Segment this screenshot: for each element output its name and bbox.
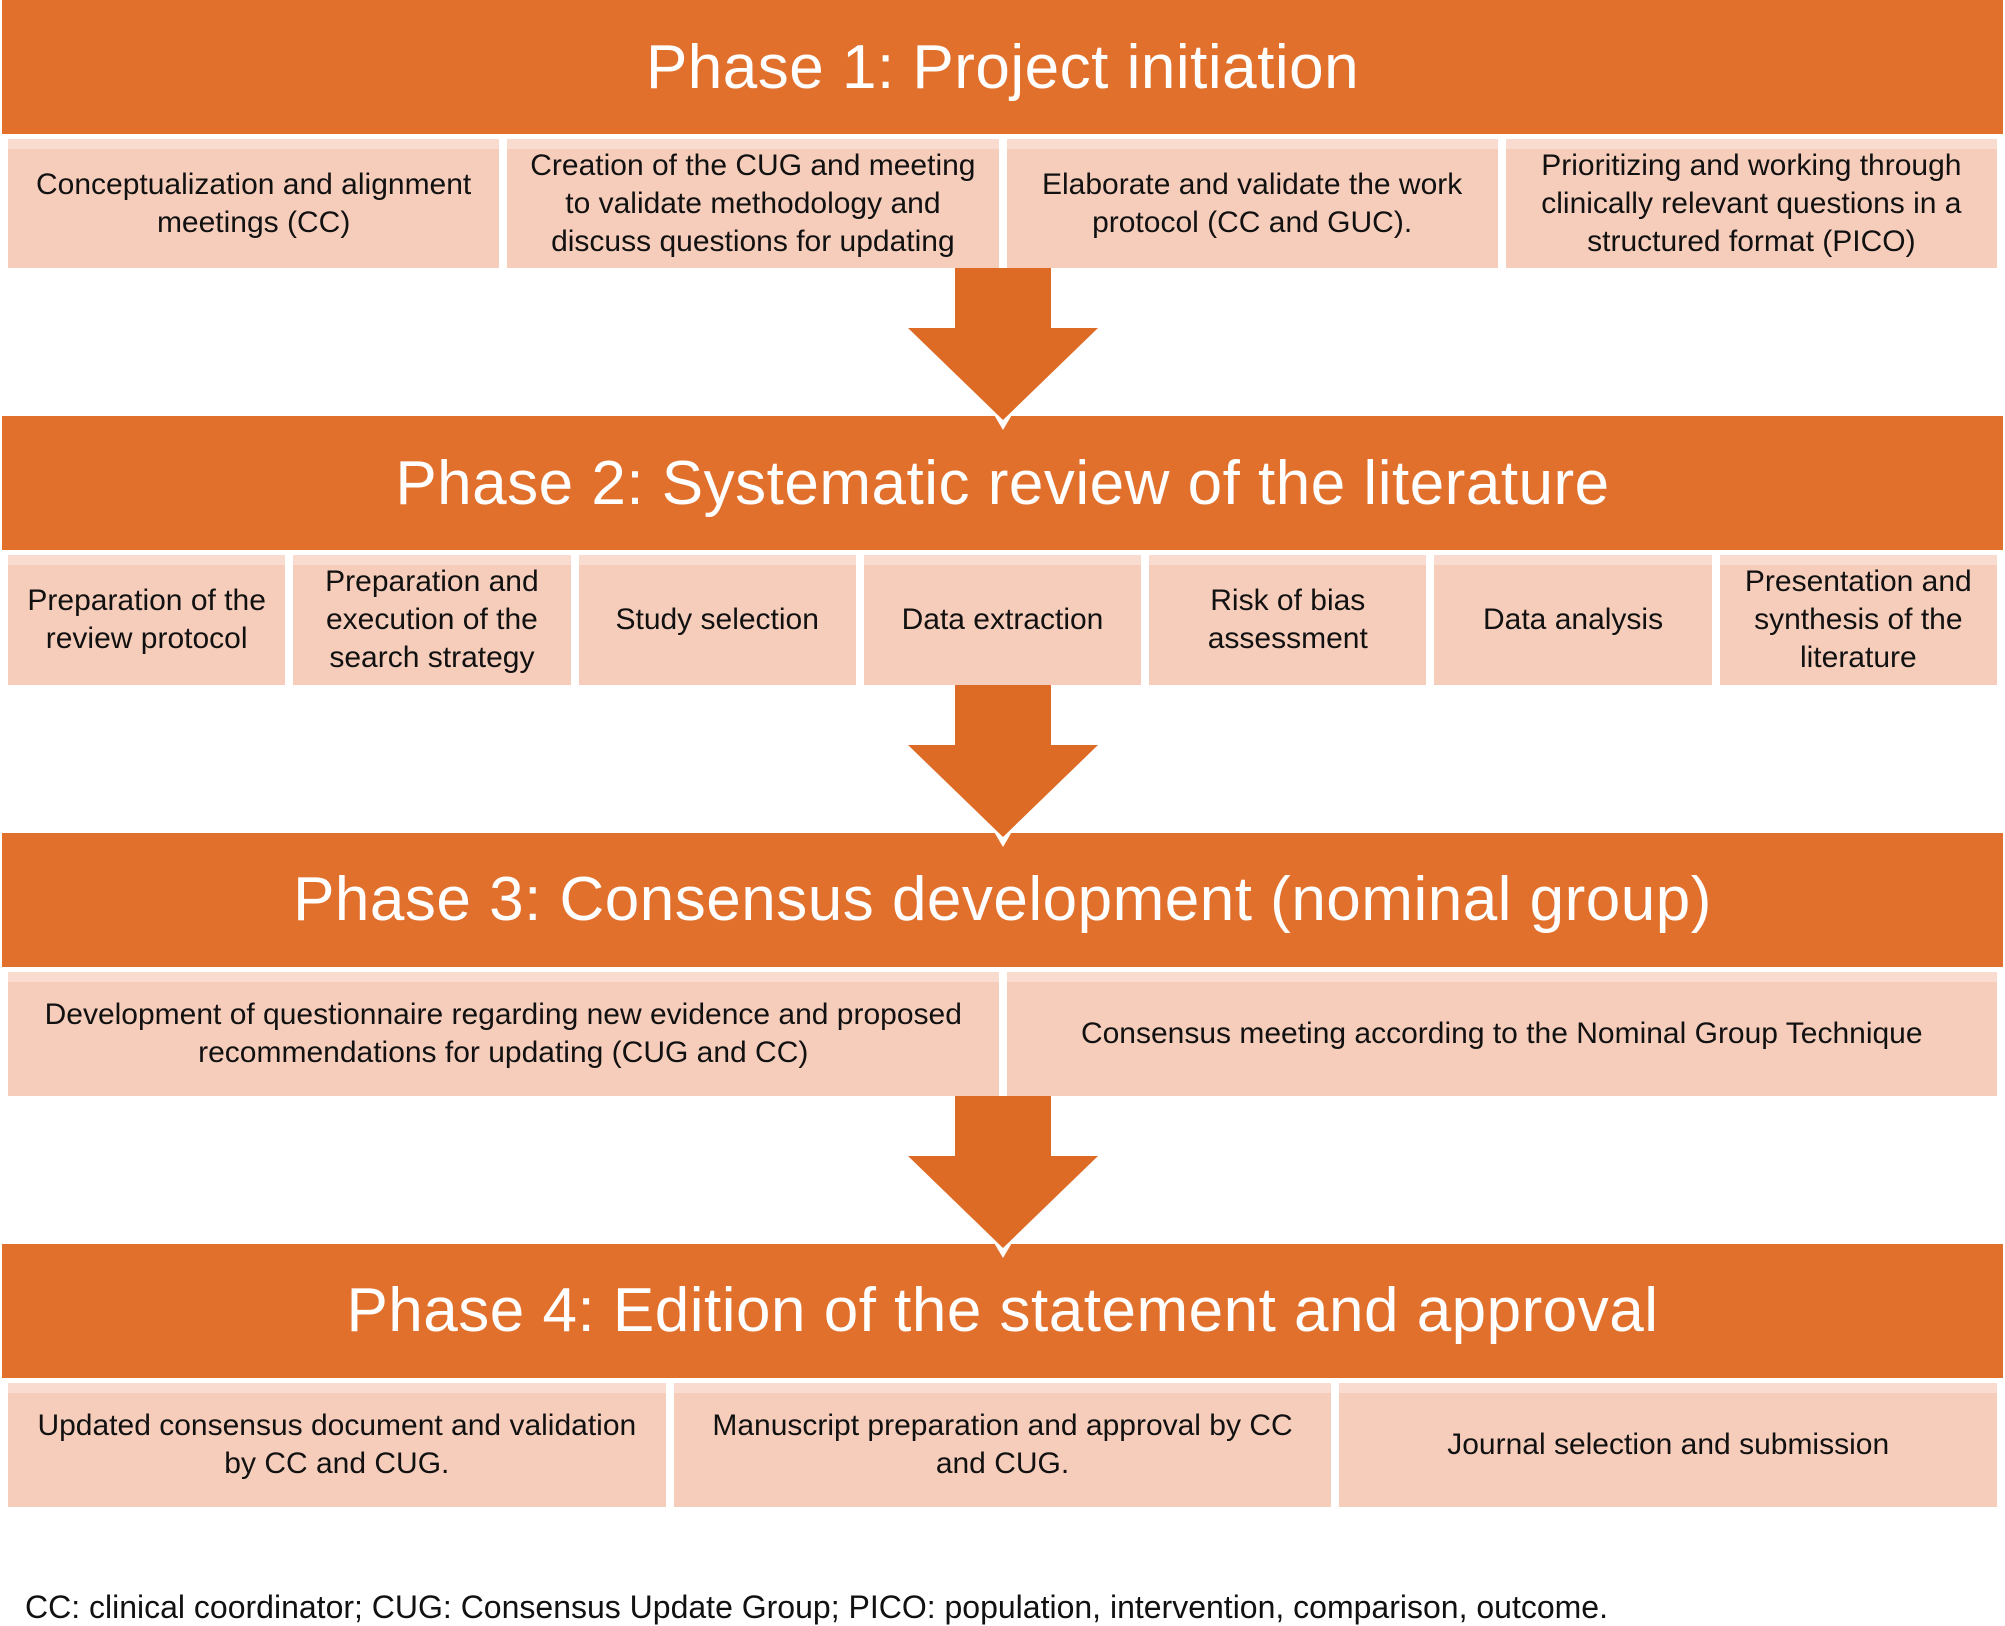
down-arrow-icon	[907, 268, 1098, 431]
step-box: Preparation of the review protocol	[8, 555, 286, 685]
step-label: Preparation of the review protocol	[27, 584, 266, 656]
step-label: Consensus meeting according to the Nomin…	[1080, 1016, 1923, 1050]
phase-1-title: Phase 1: Project initiation	[645, 32, 1360, 102]
phase-1-steps-row: Conceptualization and alignment meetings…	[0, 134, 2005, 269]
phase-1-section: Phase 1: Project initiation Conceptualiz…	[0, 0, 2005, 269]
step-box: Manuscript preparation and approval by C…	[673, 1382, 1332, 1507]
phase-3-section: Phase 3: Consensus development (nominal …	[0, 832, 2005, 1096]
step-label: Data analysis	[1483, 603, 1664, 637]
step-box: Data extraction	[863, 555, 1142, 685]
step-box: Presentation and synthesis of the litera…	[1719, 555, 1997, 685]
step-box: Study selection	[578, 555, 856, 685]
step-label: Data extraction	[901, 603, 1104, 637]
step-label: Creation of the CUG and meeting to valid…	[530, 149, 976, 258]
step-label: Journal selection and submission	[1447, 1427, 1890, 1461]
step-box: Risk of bias assessment	[1149, 555, 1427, 685]
phase-4-steps-row: Updated consensus document and validatio…	[0, 1378, 2005, 1507]
phase-4-section: Phase 4: Edition of the statement and ap…	[0, 1243, 2005, 1507]
step-box: Updated consensus document and validatio…	[8, 1382, 666, 1507]
down-arrow-icon	[907, 1095, 1098, 1258]
step-label: Conceptualization and alignment meetings…	[35, 167, 472, 239]
step-box: Prioritizing and working through clinica…	[1505, 139, 1997, 269]
step-label: Risk of bias assessment	[1207, 584, 1368, 656]
phase-2-section: Phase 2: Systematic review of the litera…	[0, 416, 2005, 685]
step-label: Prioritizing and working through clinica…	[1541, 149, 1962, 258]
step-box: Creation of the CUG and meeting to valid…	[507, 139, 999, 269]
step-box: Elaborate and validate the work protocol…	[1006, 139, 1498, 269]
step-label: Study selection	[615, 603, 819, 637]
abbreviations-footnote: CC: clinical coordinator; CUG: Consensus…	[25, 1588, 1608, 1625]
step-box: Preparation and execution of the search …	[293, 555, 571, 685]
phase-1-to-2-connector	[0, 268, 2005, 431]
step-box: Data analysis	[1434, 555, 1712, 685]
phase-4-header: Phase 4: Edition of the statement and ap…	[2, 1243, 2003, 1378]
step-box: Consensus meeting according to the Nomin…	[1006, 971, 1997, 1096]
step-box: Conceptualization and alignment meetings…	[8, 139, 500, 269]
step-label: Manuscript preparation and approval by C…	[712, 1408, 1293, 1480]
step-box: Journal selection and submission	[1339, 1382, 1998, 1507]
phase-2-to-3-connector	[0, 684, 2005, 847]
phase-1-header: Phase 1: Project initiation	[2, 0, 2003, 134]
phase-2-steps-row: Preparation of the review protocol Prepa…	[0, 550, 2005, 685]
phase-4-title: Phase 4: Edition of the statement and ap…	[346, 1276, 1659, 1346]
step-label: Development of questionnaire regarding n…	[44, 997, 962, 1069]
step-label: Updated consensus document and validatio…	[37, 1408, 637, 1480]
phase-2-header: Phase 2: Systematic review of the litera…	[2, 416, 2003, 551]
phase-2-title: Phase 2: Systematic review of the litera…	[395, 448, 1610, 518]
step-label: Elaborate and validate the work protocol…	[1041, 167, 1463, 239]
step-box: Development of questionnaire regarding n…	[8, 971, 999, 1096]
phase-3-to-4-connector	[0, 1095, 2005, 1258]
phase-3-header: Phase 3: Consensus development (nominal …	[2, 832, 2003, 967]
step-label: Preparation and execution of the search …	[325, 565, 539, 674]
phase-3-title: Phase 3: Consensus development (nominal …	[293, 865, 1712, 935]
down-arrow-icon	[907, 684, 1098, 847]
step-label: Presentation and synthesis of the litera…	[1744, 565, 1972, 674]
phase-3-steps-row: Development of questionnaire regarding n…	[0, 967, 2005, 1096]
